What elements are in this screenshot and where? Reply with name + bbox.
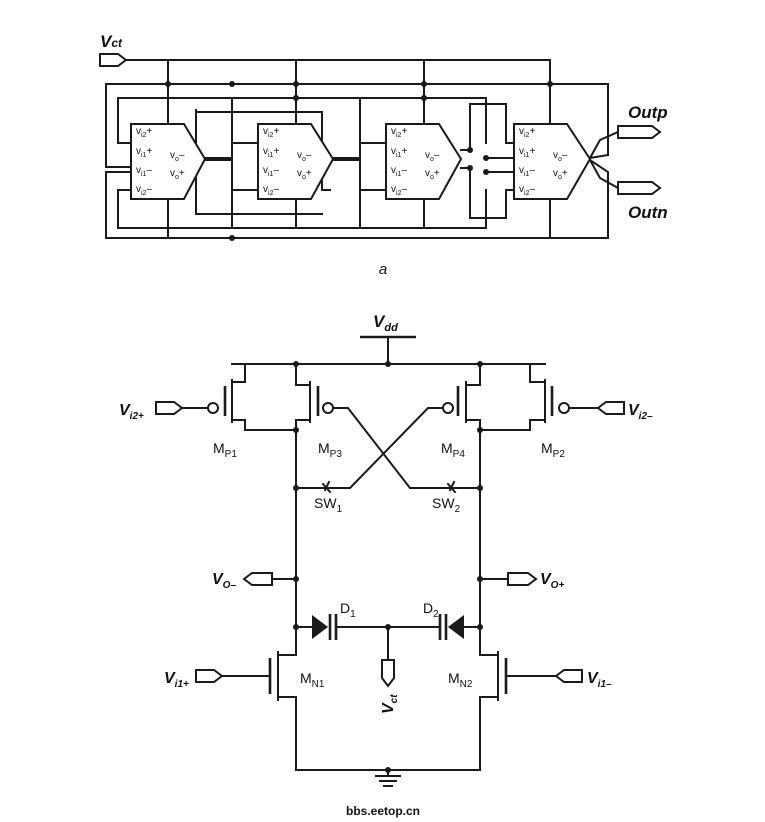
amp1-pin-von: vo– bbox=[170, 150, 185, 163]
amp1-pin-vi2p: vi2+ bbox=[136, 126, 152, 139]
vi2n-input-port bbox=[596, 401, 625, 415]
vi1p-input-port bbox=[195, 669, 224, 683]
amp4-pin-vi2n: vi2– bbox=[519, 184, 535, 197]
watermark-text: bbs.eetop.cn bbox=[346, 804, 420, 818]
transistor-mp1 bbox=[179, 363, 297, 431]
vi2p-label: Vi2+ bbox=[119, 402, 144, 422]
vi1p-label: Vi1+ bbox=[164, 670, 189, 690]
switch-sw1 bbox=[295, 480, 337, 494]
transistor-mp4 bbox=[295, 363, 481, 489]
vdd-label: Vdd bbox=[373, 312, 398, 334]
figure-a-caption: a bbox=[379, 261, 387, 278]
amp3-pin-vop: vo+ bbox=[425, 168, 440, 181]
outp-output-port bbox=[617, 125, 662, 139]
amp4-pin-vi2p: vi2+ bbox=[519, 126, 535, 139]
vo-minus-output-port bbox=[242, 572, 273, 586]
amp4-pin-von: vo– bbox=[553, 150, 568, 163]
amplifier-stage-4 bbox=[513, 123, 592, 200]
amplifier-stage-3 bbox=[385, 123, 463, 200]
mn2-label: MN2 bbox=[448, 670, 473, 690]
amp1-pin-vi1n: vi1– bbox=[136, 165, 152, 178]
amp3-pin-vi1p: vi1+ bbox=[391, 146, 407, 159]
transistor-mn2 bbox=[479, 634, 557, 771]
amp2-pin-vi2p: vi2+ bbox=[263, 126, 279, 139]
mn1-label: MN1 bbox=[300, 670, 325, 690]
amp2-pin-vi1n: vi1– bbox=[263, 165, 279, 178]
vo-plus-output-port bbox=[507, 572, 538, 586]
amp1-pin-vi1p: vi1+ bbox=[136, 146, 152, 159]
vo-plus-label: VO+ bbox=[540, 571, 564, 591]
amp4-pin-vop: vo+ bbox=[553, 168, 568, 181]
mp4-label: MP4 bbox=[441, 440, 465, 460]
transistor-mp3 bbox=[295, 363, 481, 489]
outn-output-port bbox=[617, 181, 662, 195]
amplifier-pin-labels: vi2+ vi1+ vi1– vi2– vo– vo+ vi2+ vi1+ vi1– vi2– vo… bbox=[136, 126, 568, 197]
d2-label: D2 bbox=[423, 600, 439, 620]
amp1-pin-vop: vo+ bbox=[170, 168, 185, 181]
amp1-pin-vi2n: vi2– bbox=[136, 184, 152, 197]
mp2-label: MP2 bbox=[541, 440, 565, 460]
vi2n-label: Vi2– bbox=[628, 402, 653, 422]
amp4-pin-vi1n: vi1– bbox=[519, 165, 535, 178]
varactor-d1 bbox=[295, 614, 389, 640]
amplifier-stage-2 bbox=[257, 123, 335, 200]
transistor-mp2 bbox=[479, 363, 599, 431]
transistor-mn1 bbox=[221, 634, 297, 771]
vi1n-input-port bbox=[554, 669, 583, 683]
vct-vertical-label: Vct bbox=[380, 694, 400, 714]
amp2-pin-vi1p: vi1+ bbox=[263, 146, 279, 159]
outn-label: Outn bbox=[628, 203, 668, 222]
figure-b-delay-cell: Vdd Vi2+ Vi2– MP1 MP3 MP4 MP2 SW1 SW2 VO… bbox=[119, 312, 653, 787]
amp4-pin-vi1p: vi1+ bbox=[519, 146, 535, 159]
vct-control-port bbox=[381, 659, 395, 688]
vo-minus-label: VO– bbox=[212, 571, 236, 591]
vct-input-port bbox=[99, 53, 128, 67]
ground-symbol bbox=[375, 769, 401, 787]
amplifier-stage-1 bbox=[130, 123, 207, 200]
mp1-label: MP1 bbox=[213, 440, 237, 460]
amp2-pin-vop: vo+ bbox=[297, 168, 312, 181]
sw1-label: SW1 bbox=[314, 495, 343, 515]
figure-a-ring-oscillator: vi2+ vi1+ vi1– vi2– vo– vo+ vi2+ vi1+ vi1– vi2– vo… bbox=[99, 32, 668, 278]
amp2-pin-vi2n: vi2– bbox=[263, 184, 279, 197]
amp3-pin-von: vo– bbox=[425, 150, 440, 163]
vi2p-input-port bbox=[155, 401, 184, 415]
switch-sw2 bbox=[441, 480, 481, 494]
amp3-pin-vi2n: vi2– bbox=[391, 184, 407, 197]
outp-label: Outp bbox=[628, 103, 668, 122]
amp2-pin-von: vo– bbox=[297, 150, 312, 163]
d1-label: D1 bbox=[340, 600, 356, 620]
vct-label: Vct bbox=[100, 32, 123, 51]
vi1n-label: Vi1– bbox=[587, 670, 612, 690]
amp3-pin-vi2p: vi2+ bbox=[391, 126, 407, 139]
amp3-pin-vi1n: vi1– bbox=[391, 165, 407, 178]
mp3-label: MP3 bbox=[318, 440, 342, 460]
sw2-label: SW2 bbox=[432, 495, 461, 515]
